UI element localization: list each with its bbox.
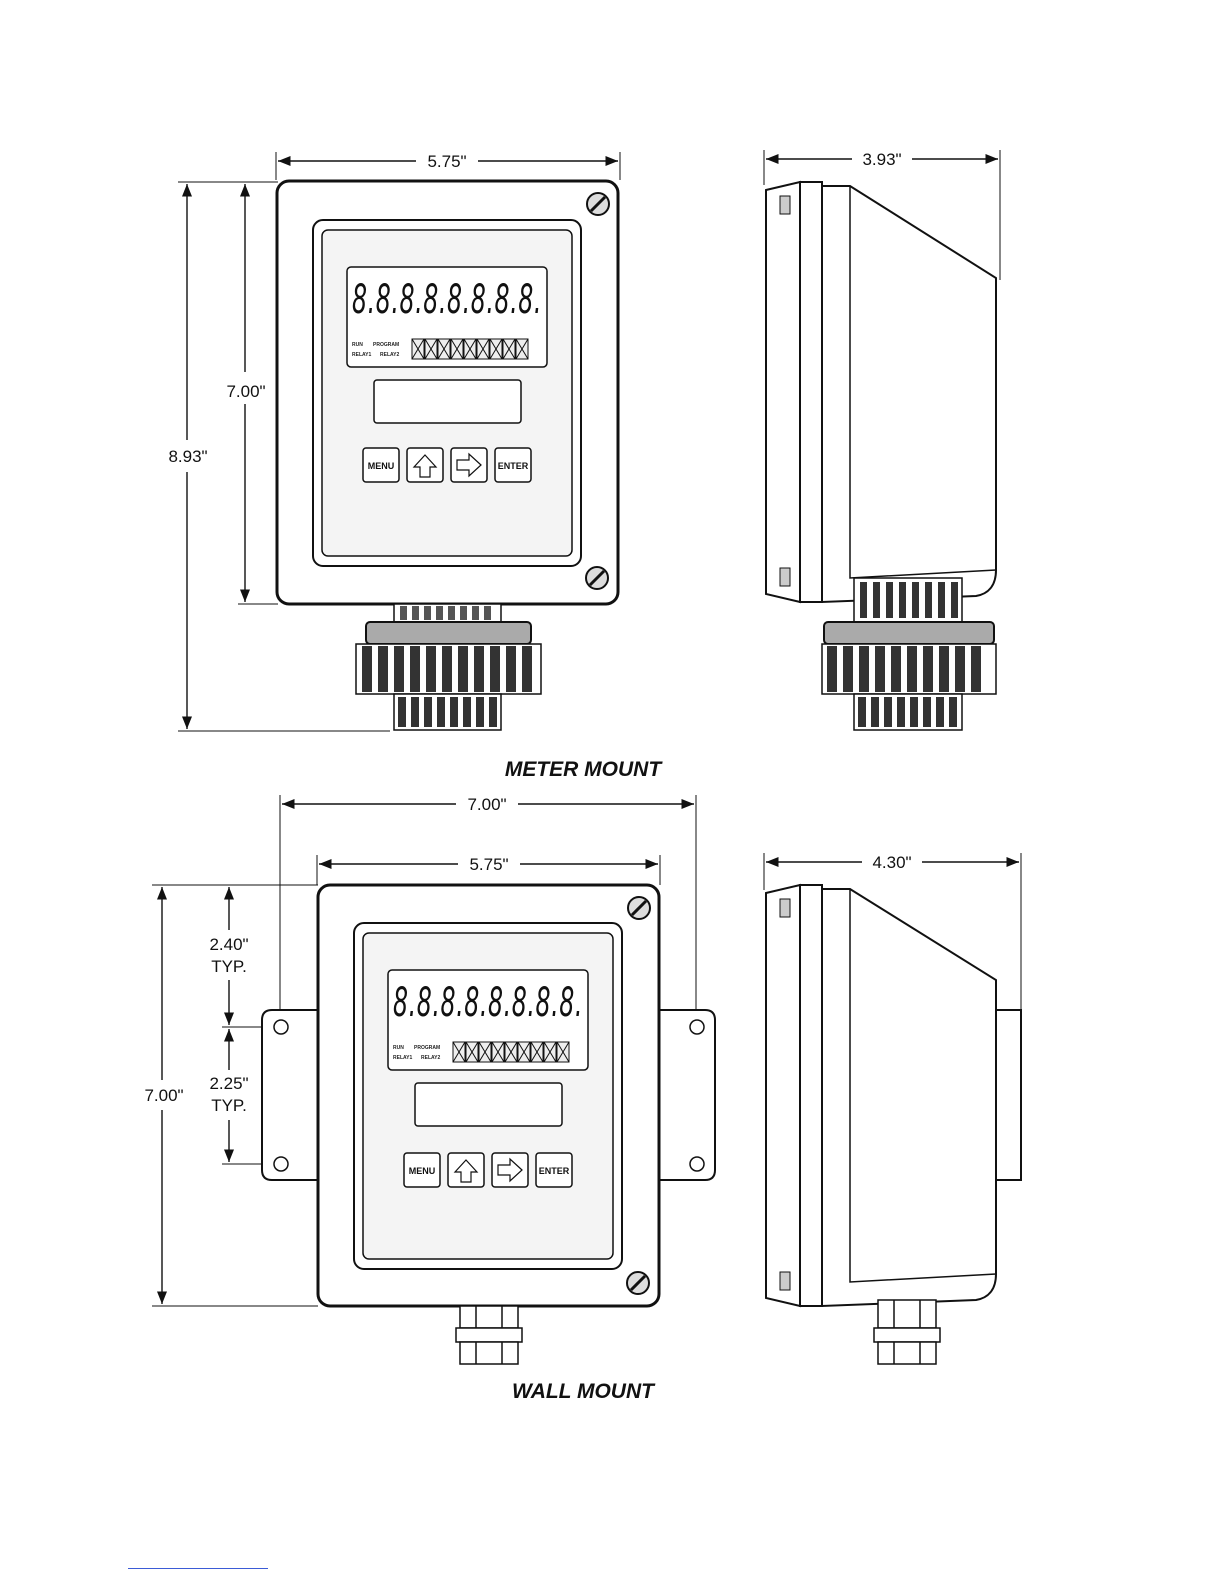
mounting-bracket-left — [262, 1010, 318, 1180]
lcd-label-relay1: RELAY1 — [352, 352, 371, 358]
wall-side-depth-dimension: 4.30" — [872, 853, 911, 872]
up-arrow-key[interactable] — [448, 1153, 484, 1187]
wall-bracket-width-dimension: 7.00" — [467, 795, 506, 814]
right-arrow-key[interactable] — [451, 448, 487, 482]
lcd-label-run: RUN — [393, 1045, 404, 1051]
pipe-fitting — [356, 604, 541, 730]
screw-icon — [627, 1272, 649, 1294]
screw-icon — [586, 567, 608, 589]
meter-front-width-dimension: 5.75" — [427, 152, 466, 171]
menu-key[interactable]: MENU — [404, 1153, 440, 1187]
wall-mount-side-view: 4.30" — [764, 853, 1021, 1364]
label-window — [415, 1083, 562, 1126]
meter-side-depth-dimension: 3.93" — [862, 150, 901, 169]
footer-rule — [128, 1568, 268, 1569]
lcd-label-relay1: RELAY1 — [393, 1055, 412, 1061]
wall-lower-spacing-dimension: 2.25" — [209, 1074, 248, 1093]
mounting-hole-icon — [274, 1020, 288, 1034]
meter-mount-caption: METER MOUNT — [505, 758, 663, 781]
alphanumeric-segments — [453, 1042, 569, 1062]
lcd-label-program: PROGRAM — [414, 1045, 440, 1051]
up-arrow-key[interactable] — [407, 448, 443, 482]
svg-text:ENTER: ENTER — [498, 461, 529, 471]
mounting-hole-icon — [690, 1020, 704, 1034]
wall-mount-caption: WALL MOUNT — [512, 1380, 656, 1403]
meter-mount-front-view: 5.75" 7.00" 8.93" 8.8.8.8.8.8.8.8. RUN — [168, 152, 620, 731]
lcd-label-run: RUN — [352, 342, 363, 348]
right-arrow-key[interactable] — [492, 1153, 528, 1187]
wall-upper-spacing-note: TYP. — [211, 957, 247, 976]
screw-icon — [587, 193, 609, 215]
mounting-hole-icon — [274, 1157, 288, 1171]
wall-front-width-dimension: 5.75" — [469, 855, 508, 874]
mounting-bracket-right — [659, 1010, 715, 1180]
cable-gland — [456, 1306, 522, 1364]
meter-mount-side-view: 3.93" — [764, 150, 1000, 730]
lcd-digits: 8.8.8.8.8.8.8.8. — [393, 980, 583, 1026]
wall-mount-front-view: 7.00" 5.75" 7.00" 2.40" TYP. 2.25" TYP. — [144, 795, 715, 1364]
alphanumeric-segments — [412, 339, 528, 359]
svg-text:MENU: MENU — [409, 1166, 436, 1176]
wall-height-dimension: 7.00" — [144, 1086, 183, 1105]
meter-body-height-dimension: 7.00" — [226, 382, 265, 401]
menu-key[interactable]: MENU — [363, 448, 399, 482]
enter-key[interactable]: ENTER — [495, 448, 531, 482]
screw-icon — [628, 897, 650, 919]
svg-text:ENTER: ENTER — [539, 1166, 570, 1176]
mounting-hole-icon — [690, 1157, 704, 1171]
meter-total-height-dimension: 8.93" — [168, 447, 207, 466]
label-window — [374, 380, 521, 423]
lcd-label-relay2: RELAY2 — [380, 352, 399, 358]
lcd-digits: 8.8.8.8.8.8.8.8. — [352, 277, 542, 323]
svg-text:MENU: MENU — [368, 461, 395, 471]
wall-bracket-side — [996, 1010, 1021, 1180]
wall-upper-spacing-dimension: 2.40" — [209, 935, 248, 954]
enter-key[interactable]: ENTER — [536, 1153, 572, 1187]
lcd-label-program: PROGRAM — [373, 342, 399, 348]
wall-lower-spacing-note: TYP. — [211, 1096, 247, 1115]
lcd-label-relay2: RELAY2 — [421, 1055, 440, 1061]
